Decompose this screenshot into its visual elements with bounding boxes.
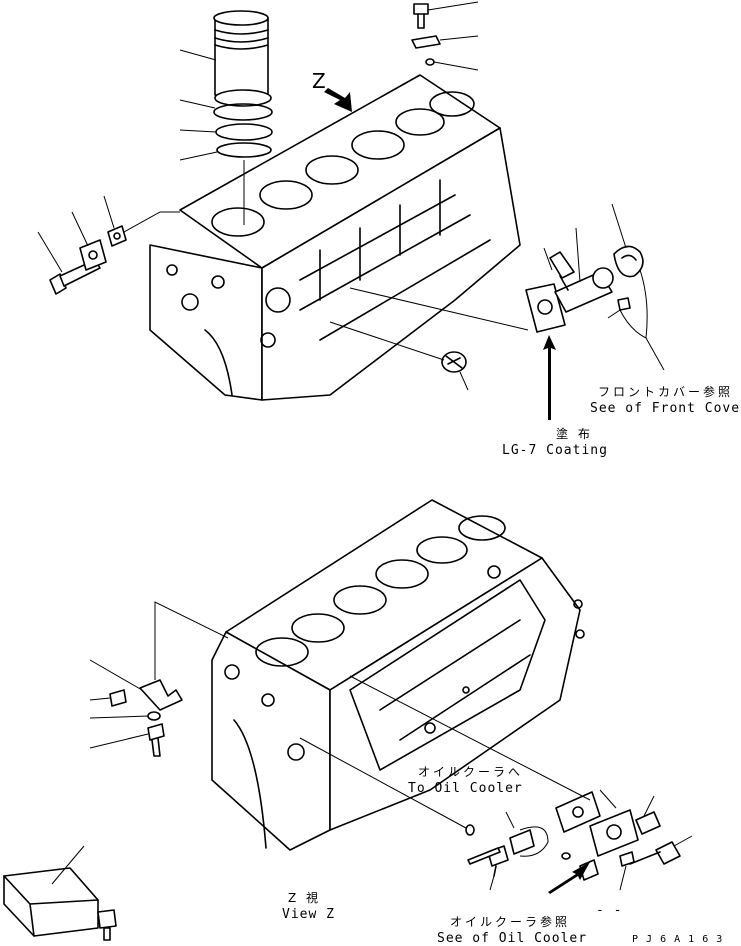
- front-cover-jp: フロントカバー参照: [598, 384, 733, 399]
- service-tool: [3, 845, 117, 941]
- coating-arrow-icon: [543, 335, 556, 420]
- see-cooler-jp: オイルクーラ参照: [450, 914, 570, 929]
- see-cooler-arrow-icon: [548, 862, 590, 894]
- top-bolt-parts: [411, 1, 479, 71]
- liner-leader-lines: [179, 49, 218, 161]
- oil-cooler-fittings: [299, 675, 693, 894]
- view-arrow-icon: [324, 88, 352, 112]
- left-bolt-gasket: [37, 195, 180, 295]
- see-cooler-en: See of Oil Cooler: [437, 931, 587, 946]
- left-fittings: [89, 601, 229, 757]
- drawing-code: P J 6 A 1 6 3: [632, 934, 723, 945]
- to-cooler-en: To Oil Cooler: [408, 781, 523, 796]
- view-en: View Z: [282, 907, 335, 922]
- coating-en: LG-7 Coating: [502, 443, 608, 458]
- coating-jp: 塗 布: [556, 426, 593, 441]
- dash-mark: - -: [596, 903, 622, 918]
- pipe-flange-assembly: [349, 203, 665, 420]
- expansion-plug: [329, 321, 469, 391]
- to-cooler-jp: オイルクーラへ: [418, 765, 523, 779]
- view-jp: Z 視: [288, 890, 321, 905]
- cylinder-liner: [213, 10, 273, 225]
- cylinder-block-top: [149, 74, 521, 401]
- cylinder-block-bottom: [211, 499, 585, 851]
- front-cover-en: See of Front Cover: [590, 401, 741, 416]
- view-letter: Z: [312, 69, 326, 93]
